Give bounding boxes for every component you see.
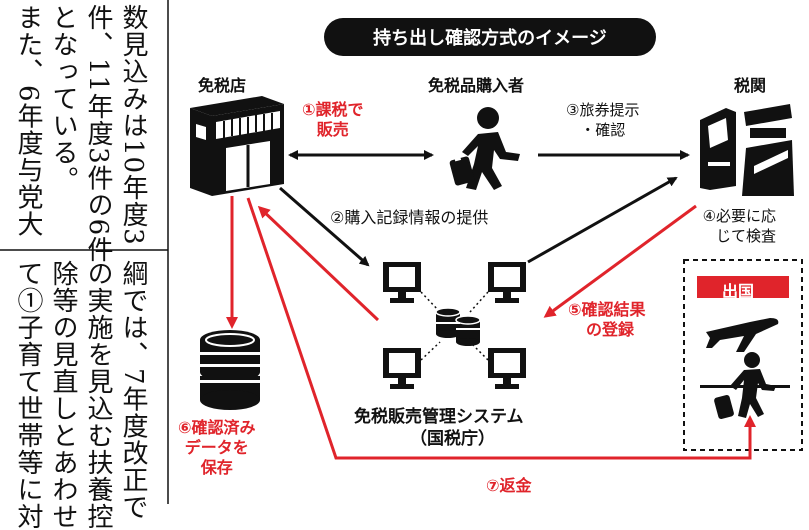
system-sublabel: （国税庁）: [410, 429, 495, 449]
step-3-line: ③旅券提示: [566, 101, 640, 119]
departure-box: [683, 259, 803, 451]
storage-icon: [200, 330, 260, 410]
arrow-refund: [246, 197, 756, 460]
store-label: 免税店: [198, 76, 247, 95]
article-column: 除等の見直しとあわせ: [48, 260, 78, 530]
article-column: の実施を見込む扶養控: [83, 260, 113, 530]
step-4-line: じて検査: [716, 227, 777, 245]
computer-icon: [488, 348, 526, 389]
step-1-label: ①課税で 販売: [302, 100, 364, 140]
arrow-customs-system: [543, 204, 697, 318]
step-1-line: ①課税で: [302, 100, 364, 119]
diagram-title: 持ち出し確認方式のイメージ: [324, 18, 656, 56]
store-icon: [190, 96, 284, 196]
buyer-label: 免税品購入者: [428, 76, 525, 95]
article-column: となっている。: [48, 4, 78, 193]
computer-icon: [383, 348, 421, 389]
article-column: 数見込みは10年度3: [118, 4, 148, 246]
arrow-store-system: [279, 186, 370, 267]
step-1-line: 販売: [316, 120, 349, 139]
traveler-icon: [449, 107, 520, 190]
step-4-label: ④必要に応 じて検査: [694, 206, 776, 246]
step-5-label: ⑤確認結果 の登録: [568, 300, 646, 340]
database-icon: [435, 307, 481, 346]
departure-label: 出国: [722, 282, 755, 301]
step-7-label: ⑦返金: [486, 476, 532, 495]
customs-kiosk-icon: [700, 108, 736, 190]
step-5-line: の登録: [586, 320, 635, 339]
step-6-line: ⑥確認済み: [178, 418, 256, 437]
step-6-label: ⑥確認済み データを 保存: [178, 418, 256, 478]
traveler-icon: [700, 352, 790, 420]
departure-banner: [697, 276, 789, 298]
arrow-system-customs: [527, 176, 678, 264]
article-column: 綱では、7年度改正で: [118, 260, 148, 521]
step-4-line: ④必要に応: [702, 207, 777, 225]
diagram-graphics: [0, 0, 803, 504]
computer-icon: [488, 262, 526, 303]
step-3-line: ・確認: [580, 121, 626, 139]
step-3-label: ③旅券提示 ・確認: [566, 100, 639, 140]
article-column: 件、11年度3件の6件: [83, 4, 113, 264]
article-column: また、6年度与党大: [13, 4, 43, 238]
step-5-line: ⑤確認結果: [568, 300, 646, 319]
step-6-line: データを: [184, 438, 249, 457]
arrow-system-store: [257, 205, 380, 322]
officer-icon: [742, 104, 794, 196]
step-2-label: ②購入記録情報の提供: [330, 208, 489, 227]
article-column: て①子育て世帯等に対: [13, 260, 43, 530]
system-label: 免税販売管理システム: [354, 407, 524, 427]
customs-label: 税関: [734, 76, 767, 95]
computer-icon: [383, 262, 421, 303]
airplane-icon: [706, 318, 779, 352]
step-6-line: 保存: [200, 458, 233, 477]
